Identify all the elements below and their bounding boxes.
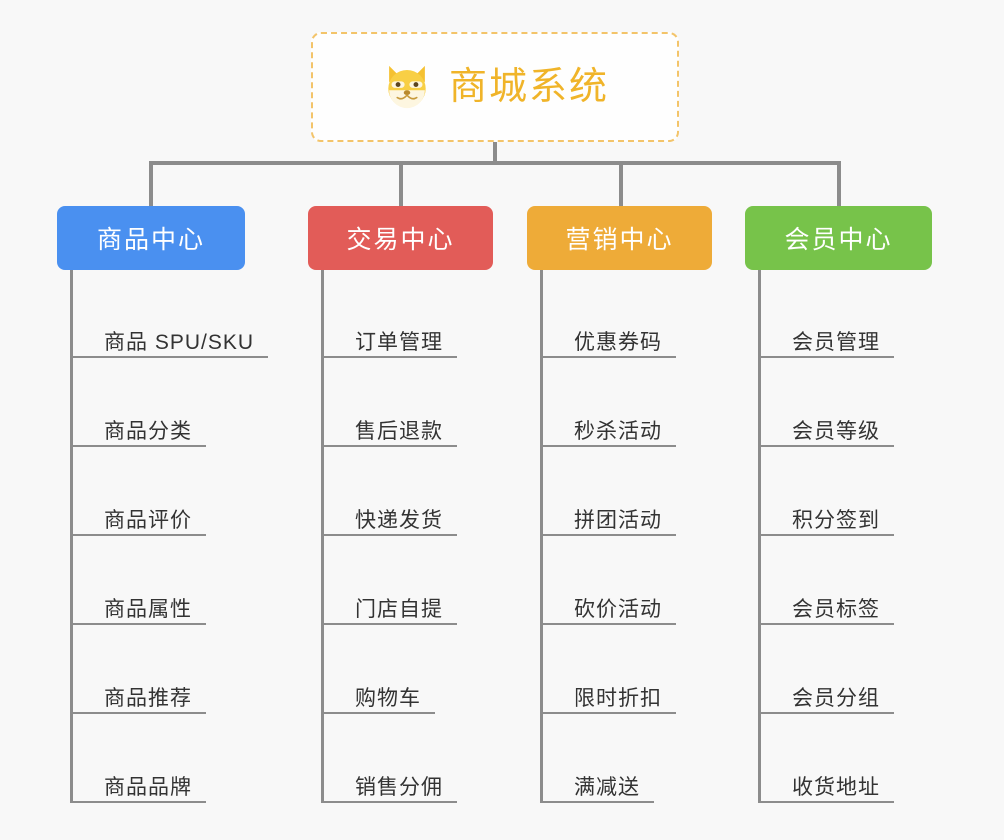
leaf-label: 积分签到 bbox=[792, 509, 880, 532]
leaf-item[interactable]: 限时折扣 bbox=[540, 670, 676, 714]
leaf-item[interactable]: 优惠券码 bbox=[540, 314, 676, 358]
connector-root-stem bbox=[493, 142, 497, 164]
connector-drop-3 bbox=[619, 161, 623, 206]
leaf-item[interactable]: 商品 SPU/SKU bbox=[70, 314, 269, 358]
leaf-label: 收货地址 bbox=[792, 776, 880, 799]
category-node-marketing[interactable]: 营销中心 bbox=[527, 206, 712, 270]
root-node[interactable]: 商城系统 bbox=[311, 32, 679, 142]
category-node-member[interactable]: 会员中心 bbox=[745, 206, 932, 270]
leaf-item[interactable]: 商品评价 bbox=[70, 492, 206, 536]
category-label: 商品中心 bbox=[96, 226, 205, 254]
leaf-label: 拼团活动 bbox=[574, 509, 662, 532]
leaf-label: 会员分组 bbox=[792, 687, 880, 710]
leaf-item[interactable]: 商品属性 bbox=[70, 581, 206, 625]
category-label: 营销中心 bbox=[565, 226, 674, 254]
leaf-label: 秒杀活动 bbox=[574, 420, 662, 443]
leaf-item[interactable]: 门店自提 bbox=[321, 581, 457, 625]
connector-spine bbox=[758, 270, 761, 803]
leaf-item[interactable]: 商品分类 bbox=[70, 403, 206, 447]
shiba-dog-face-icon bbox=[388, 65, 426, 109]
category-node-trade[interactable]: 交易中心 bbox=[308, 206, 493, 270]
leaf-item[interactable]: 会员分组 bbox=[758, 670, 894, 714]
leaf-item[interactable]: 砍价活动 bbox=[540, 581, 676, 625]
leaf-item[interactable]: 售后退款 bbox=[321, 403, 457, 447]
leaf-item[interactable]: 快递发货 bbox=[321, 492, 457, 536]
leaf-label: 满减送 bbox=[574, 776, 640, 799]
leaf-label: 门店自提 bbox=[355, 598, 443, 621]
leaf-label: 商品品牌 bbox=[104, 776, 192, 799]
leaf-label: 快递发货 bbox=[355, 509, 443, 532]
leaf-item[interactable]: 满减送 bbox=[540, 759, 654, 803]
leaf-item[interactable]: 收货地址 bbox=[758, 759, 894, 803]
leaf-label: 销售分佣 bbox=[355, 776, 443, 799]
root-title: 商城系统 bbox=[448, 66, 609, 108]
leaf-label: 砍价活动 bbox=[574, 598, 662, 621]
leaf-label: 商品分类 bbox=[104, 420, 192, 443]
connector-drop-1 bbox=[149, 161, 153, 206]
leaf-label: 商品评价 bbox=[104, 509, 192, 532]
leaf-item[interactable]: 拼团活动 bbox=[540, 492, 676, 536]
leaf-item[interactable]: 秒杀活动 bbox=[540, 403, 676, 447]
leaf-label: 商品推荐 bbox=[104, 687, 192, 710]
leaf-item[interactable]: 会员管理 bbox=[758, 314, 894, 358]
leaf-item[interactable]: 销售分佣 bbox=[321, 759, 457, 803]
leaf-label: 优惠券码 bbox=[574, 331, 662, 354]
connector-horizontal-bus bbox=[149, 161, 841, 165]
connector-spine bbox=[321, 270, 324, 803]
category-node-product[interactable]: 商品中心 bbox=[57, 206, 245, 270]
leaf-label: 售后退款 bbox=[355, 420, 443, 443]
leaf-label: 购物车 bbox=[355, 687, 421, 710]
leaf-item[interactable]: 商品品牌 bbox=[70, 759, 206, 803]
leaf-label: 限时折扣 bbox=[574, 687, 662, 710]
connector-drop-2 bbox=[399, 161, 403, 206]
leaf-item[interactable]: 会员等级 bbox=[758, 403, 894, 447]
leaf-item[interactable]: 订单管理 bbox=[321, 314, 457, 358]
leaf-item[interactable]: 购物车 bbox=[321, 670, 435, 714]
leaf-item[interactable]: 商品推荐 bbox=[70, 670, 206, 714]
category-label: 交易中心 bbox=[346, 226, 455, 254]
leaf-item[interactable]: 会员标签 bbox=[758, 581, 894, 625]
leaf-label: 订单管理 bbox=[355, 331, 443, 354]
leaf-label: 会员等级 bbox=[792, 420, 880, 443]
leaf-label: 商品 SPU/SKU bbox=[104, 331, 255, 354]
connector-spine bbox=[540, 270, 543, 803]
leaf-label: 会员管理 bbox=[792, 331, 880, 354]
connector-drop-4 bbox=[837, 161, 841, 206]
leaf-label: 会员标签 bbox=[792, 598, 880, 621]
category-label: 会员中心 bbox=[784, 226, 893, 254]
leaf-label: 商品属性 bbox=[104, 598, 192, 621]
leaf-item[interactable]: 积分签到 bbox=[758, 492, 894, 536]
connector-spine bbox=[70, 270, 73, 803]
